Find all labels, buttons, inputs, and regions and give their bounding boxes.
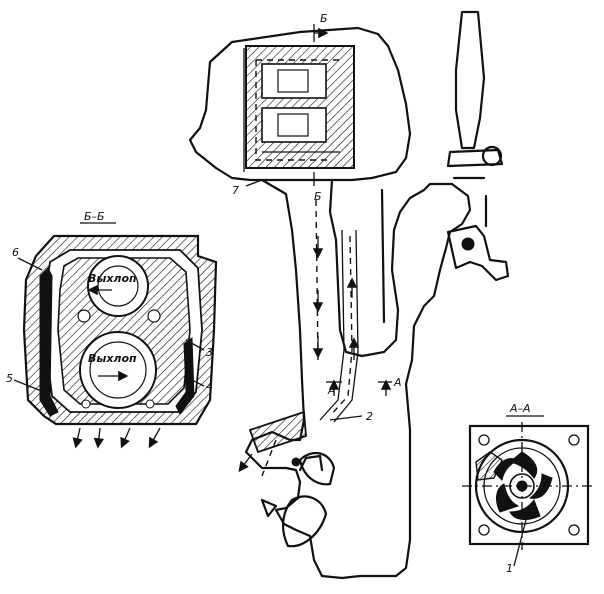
callout-4-leader [183, 375, 205, 387]
bolt-hole-4 [145, 399, 155, 409]
exhaust-label-upper: Выхлоп [88, 272, 137, 285]
outboard-motor-side-view: Б Б 7 2 [188, 10, 510, 580]
callout-3-leader [185, 339, 205, 351]
water-up-flow [329, 235, 353, 417]
section-mark-a-right: А [393, 376, 402, 389]
section-mark-a-left: А [327, 384, 336, 397]
callout-1: 1 [506, 562, 513, 575]
bb-out-4 [148, 427, 161, 449]
propeller-blade-lower [282, 495, 328, 548]
piston-lower [277, 113, 309, 137]
flange-bolt-tl [478, 434, 490, 446]
clamp-screw [461, 237, 475, 251]
callout-5-leader [13, 379, 45, 393]
exhaust-channel-upper-inner [97, 265, 139, 307]
exhaust-down-flow [315, 199, 319, 361]
block-cooling-flow [255, 59, 340, 161]
bolt-hole-3 [81, 399, 91, 409]
section-aa-water-pump: А–А 1 [462, 402, 596, 575]
propeller-blade-upper [298, 451, 336, 486]
callout-2: 2 [366, 410, 373, 423]
piston-upper [277, 69, 309, 93]
exhaust-out-arrow [238, 453, 253, 473]
section-title-bb: Б–Б [84, 210, 105, 223]
bb-out-3 [120, 427, 131, 449]
water-tube [319, 229, 359, 423]
midsection-housing [244, 178, 472, 580]
callout-2-leader [329, 415, 363, 421]
callout-1-leader [513, 519, 527, 567]
flange-bolt-tr [568, 434, 580, 446]
section-mark-b-top: Б [320, 12, 328, 25]
exhaust-channel-lower-inner [89, 341, 147, 399]
bolt-hole-1 [77, 309, 91, 323]
callout-6-leader [17, 257, 43, 271]
pump-inlet [475, 451, 503, 481]
impeller-blades [493, 451, 553, 520]
flange-bolt-bl [478, 524, 490, 536]
callout-7: 7 [232, 184, 239, 197]
transom-clamp [446, 224, 510, 282]
exhaust-label-lower: Выхлоп [88, 352, 137, 365]
callout-5: 5 [6, 372, 13, 385]
tiller-knob [481, 145, 503, 167]
bb-out-1 [72, 427, 83, 449]
section-bb: Б–Б Выхлоп Выхлоп 6 [6, 210, 218, 449]
bolt-hole-2 [147, 309, 161, 323]
section-mark-b-bottom: Б [314, 190, 322, 203]
callout-3: 3 [206, 346, 213, 359]
flange-bolt-br [568, 524, 580, 536]
callout-4: 4 [206, 380, 213, 393]
skeg [298, 454, 324, 472]
callout-7-leader [245, 179, 263, 187]
bb-out-2 [93, 427, 105, 449]
water-intake-port [291, 457, 301, 467]
propeller-hub [260, 498, 278, 518]
tiller-grip [446, 148, 504, 168]
leg-rib [380, 188, 386, 324]
engine-cowling [188, 26, 412, 182]
section-title-aa: А–А [509, 402, 531, 415]
callout-6: 6 [12, 246, 19, 259]
exhaust-outlet-pipe [248, 410, 307, 454]
tiller-handle [454, 10, 486, 150]
